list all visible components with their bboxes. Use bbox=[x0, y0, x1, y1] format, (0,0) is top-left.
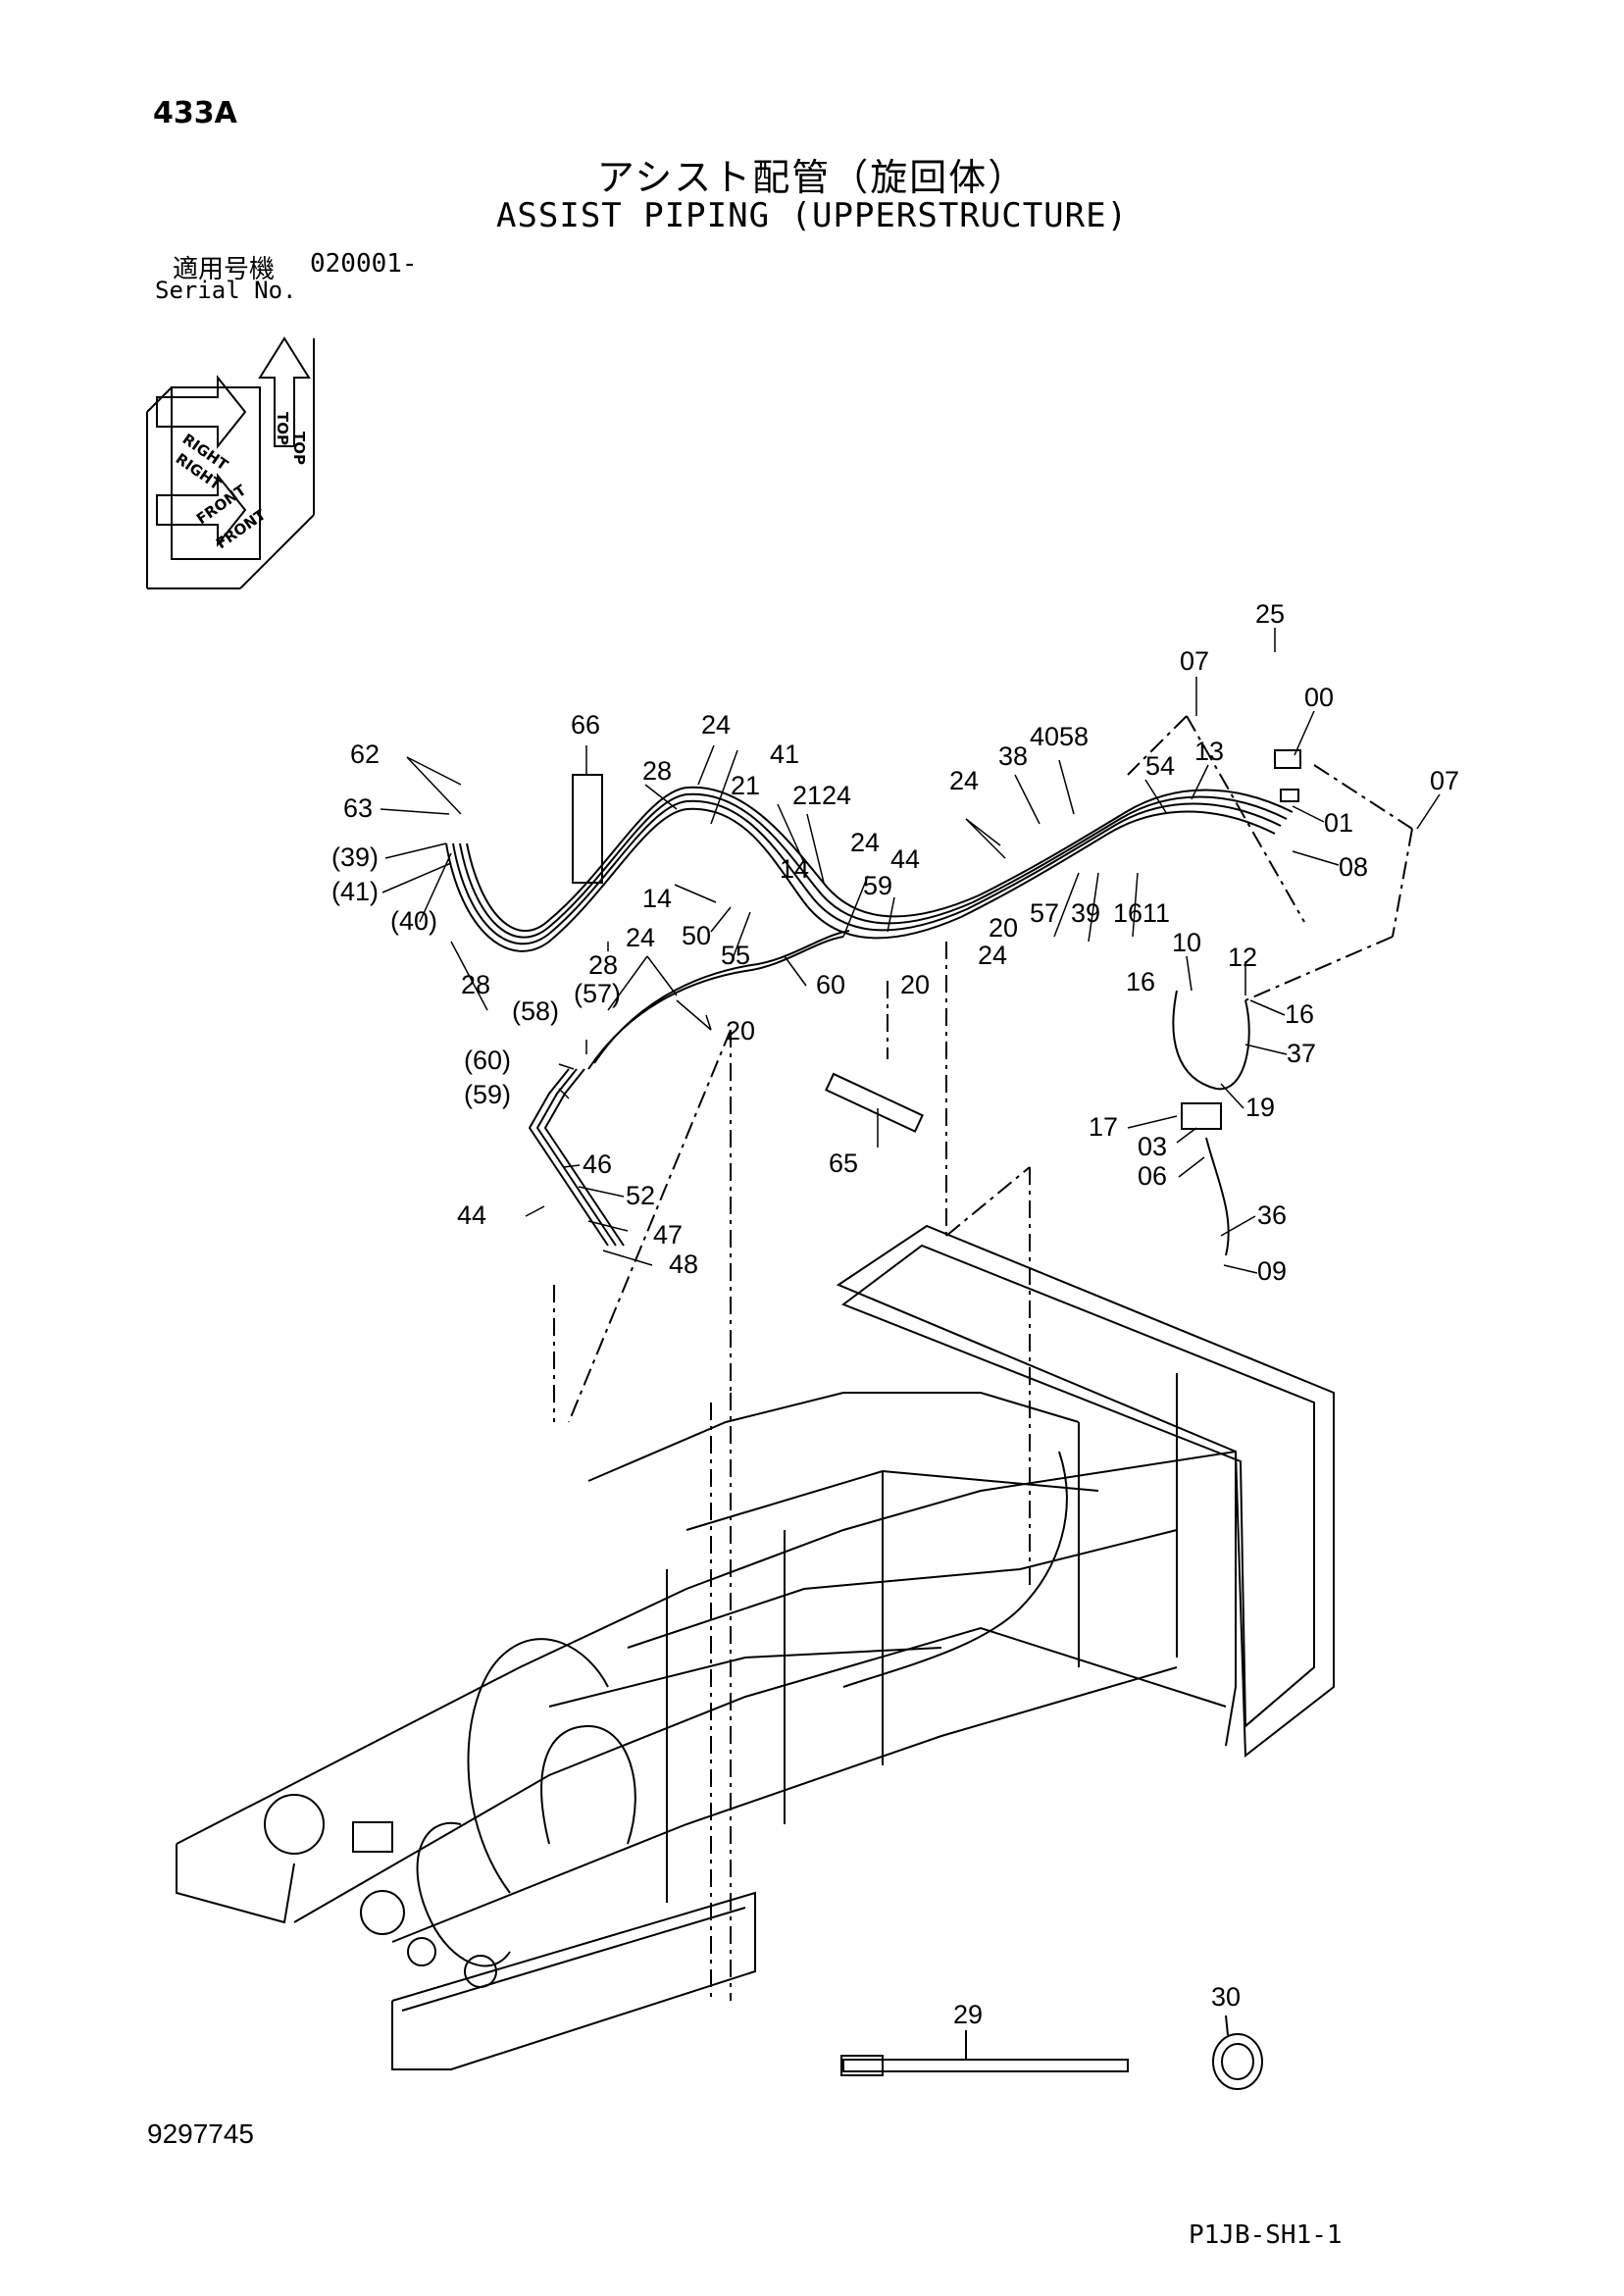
callout-00: 00 bbox=[1304, 683, 1334, 712]
callout-58-ref: (58) bbox=[512, 996, 559, 1026]
serial-label-japanese: 適用号機 bbox=[173, 255, 276, 284]
callout-1611: 1611 bbox=[1113, 898, 1170, 928]
orient-label-top-2: TOP bbox=[274, 412, 291, 445]
callout-54: 54 bbox=[1145, 751, 1175, 781]
callout-28-a: 28 bbox=[642, 756, 672, 786]
upperstructure-frame bbox=[176, 1224, 1335, 2070]
callout-50: 50 bbox=[682, 921, 711, 950]
callout-40-ref: (40) bbox=[390, 906, 437, 936]
callout-03: 03 bbox=[1138, 1132, 1167, 1161]
callout-24-b: 24 bbox=[626, 923, 655, 952]
callout-66: 66 bbox=[571, 710, 600, 740]
callout-14-a: 14 bbox=[642, 884, 672, 913]
pipe-assembly bbox=[445, 715, 1413, 2001]
orientation-icon: TOP TOP RIGHT RIGHT FRONT FRONT bbox=[146, 336, 315, 589]
callout-21: 21 bbox=[731, 771, 760, 800]
serial-label-english: Serial No. bbox=[155, 277, 297, 304]
callout-20-a: 20 bbox=[726, 1016, 755, 1046]
callout-29: 29 bbox=[953, 2000, 983, 2029]
callout-48: 48 bbox=[669, 1250, 698, 1279]
callout-38: 38 bbox=[998, 741, 1028, 771]
callout-39-ref: (39) bbox=[331, 842, 379, 872]
callout-30: 30 bbox=[1211, 1982, 1241, 2012]
callout-24-d: 24 bbox=[978, 941, 1007, 970]
document-number: 9297745 bbox=[147, 2118, 255, 2149]
sheet-code: P1JB-SH1-1 bbox=[1189, 2220, 1343, 2250]
callout-41-ref: (41) bbox=[331, 877, 379, 906]
callout-24-c: 24 bbox=[850, 828, 880, 857]
callout-41: 41 bbox=[770, 740, 799, 769]
callout-52: 52 bbox=[626, 1181, 655, 1210]
callout-46: 46 bbox=[583, 1149, 612, 1179]
callout-19: 19 bbox=[1245, 1093, 1275, 1122]
callout-09: 09 bbox=[1257, 1256, 1287, 1286]
page-number: 433A bbox=[153, 96, 237, 130]
callout-13: 13 bbox=[1194, 737, 1224, 766]
callout-44-b: 44 bbox=[457, 1200, 486, 1230]
callout-47: 47 bbox=[653, 1220, 683, 1250]
callout-65: 65 bbox=[829, 1148, 858, 1178]
callout-01: 01 bbox=[1324, 808, 1353, 838]
callout-20-c: 20 bbox=[989, 913, 1018, 943]
title-english: ASSIST PIPING (UPPERSTRUCTURE) bbox=[495, 196, 1129, 235]
callout-60: 60 bbox=[816, 970, 845, 999]
callout-16-a: 16 bbox=[1126, 967, 1155, 996]
callout-57: 57 bbox=[1030, 898, 1059, 928]
callout-16-b: 16 bbox=[1285, 999, 1314, 1029]
callout-63: 63 bbox=[343, 793, 373, 823]
callout-10: 10 bbox=[1172, 928, 1201, 957]
callout-4058: 4058 bbox=[1030, 722, 1089, 751]
callout-62: 62 bbox=[350, 740, 380, 769]
callout-44-a: 44 bbox=[890, 844, 920, 874]
part-30-clamp bbox=[1212, 2015, 1263, 2090]
callout-20-b: 20 bbox=[900, 970, 930, 999]
callout-06: 06 bbox=[1138, 1161, 1167, 1191]
callout-55: 55 bbox=[721, 941, 750, 970]
callout-39: 39 bbox=[1071, 898, 1100, 928]
callout-59-ref: (59) bbox=[464, 1080, 511, 1109]
callout-24-a: 24 bbox=[701, 710, 731, 740]
callout-36: 36 bbox=[1257, 1200, 1287, 1230]
orient-label-top-1: TOP bbox=[290, 432, 308, 465]
callout-08: 08 bbox=[1339, 852, 1368, 882]
callout-17: 17 bbox=[1089, 1112, 1118, 1142]
callout-28-b: 28 bbox=[588, 950, 618, 980]
title-japanese: アシスト配管（旋回体） bbox=[596, 156, 1028, 199]
callout-57-ref: (57) bbox=[574, 979, 621, 1008]
callout-labels: 62 63 (39) (41) (40) 66 28 24 21 41 2124… bbox=[331, 599, 1459, 2029]
callout-25: 25 bbox=[1255, 599, 1285, 629]
callout-24-e: 24 bbox=[949, 766, 979, 795]
callout-60-ref: (60) bbox=[464, 1046, 511, 1075]
callout-07-b: 07 bbox=[1430, 766, 1459, 795]
callout-2124: 2124 bbox=[792, 781, 851, 810]
callout-07-a: 07 bbox=[1180, 646, 1209, 676]
callout-12: 12 bbox=[1228, 943, 1257, 972]
callout-28-c: 28 bbox=[461, 970, 490, 999]
part-29-cable-tie bbox=[840, 2030, 1129, 2076]
callout-37: 37 bbox=[1287, 1039, 1316, 1068]
callout-59: 59 bbox=[863, 871, 892, 900]
leader-lines bbox=[380, 628, 1441, 1274]
callout-14-b: 14 bbox=[780, 854, 809, 884]
serial-value: 020001- bbox=[310, 249, 418, 279]
